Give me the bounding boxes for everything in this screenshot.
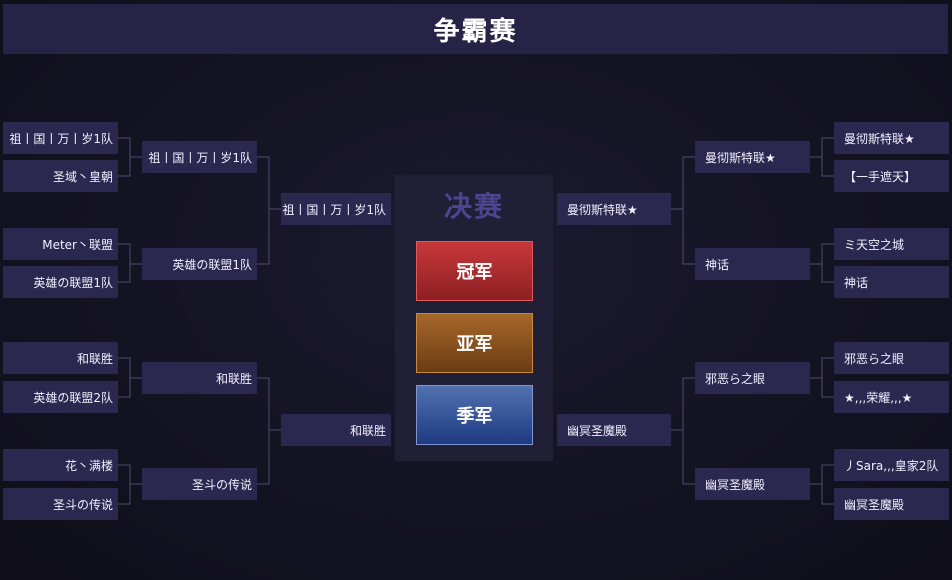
connector-line (118, 243, 142, 283)
connector-line (810, 357, 834, 398)
right-round2-team[interactable]: 邪恶ら之眼 (695, 362, 810, 394)
right-semifinal-team[interactable]: 幽冥圣魔殿 (557, 414, 671, 446)
right-round1-team[interactable]: 曼彻斯特联★ (834, 122, 949, 154)
connector-line (257, 156, 281, 265)
finals-panel: 决赛 冠军 亚军 季军 (395, 175, 553, 461)
champion-label: 冠军 (456, 262, 493, 283)
runner-up-label: 亚军 (456, 334, 493, 355)
left-round1-team[interactable]: 和联胜 (3, 342, 118, 374)
connector-line (118, 357, 142, 398)
third-place-button[interactable]: 季军 (416, 385, 533, 445)
connector-line (257, 377, 281, 485)
champion-button[interactable]: 冠军 (416, 241, 533, 301)
connector-line (671, 377, 695, 485)
right-round2-team[interactable]: 神话 (695, 248, 810, 280)
right-round2-team[interactable]: 幽冥圣魔殿 (695, 468, 810, 500)
connector-line (671, 156, 695, 265)
left-round1-team[interactable]: 祖丨国丨万丨岁1队 (3, 122, 118, 154)
right-semifinal-team[interactable]: 曼彻斯特联★ (557, 193, 671, 225)
left-round2-team[interactable]: 英雄の联盟1队 (142, 248, 257, 280)
left-round1-team[interactable]: Meter丶联盟 (3, 228, 118, 260)
right-round1-team[interactable]: 幽冥圣魔殿 (834, 488, 949, 520)
left-round1-team[interactable]: 圣斗の传说 (3, 488, 118, 520)
right-round1-team[interactable]: 邪恶ら之眼 (834, 342, 949, 374)
left-round1-team[interactable]: 圣域丶皇朝 (3, 160, 118, 192)
right-round2-team[interactable]: 曼彻斯特联★ (695, 141, 810, 173)
left-round1-team[interactable]: 英雄の联盟1队 (3, 266, 118, 298)
title-bar: 争霸赛 (3, 4, 948, 54)
left-semifinal-team[interactable]: 和联胜 (281, 414, 391, 446)
connector-line (810, 243, 834, 283)
left-round2-team[interactable]: 和联胜 (142, 362, 257, 394)
connector-line (810, 137, 834, 177)
right-round1-team[interactable]: 神话 (834, 266, 949, 298)
right-round1-team[interactable]: ★,,,荣耀,,,★ (834, 381, 949, 413)
right-round1-team[interactable]: 【一手遮天】 (834, 160, 949, 192)
right-round1-team[interactable]: ミ天空之城 (834, 228, 949, 260)
page-title: 争霸赛 (433, 16, 518, 47)
left-round1-team[interactable]: 花丶满楼 (3, 449, 118, 481)
connector-line (810, 464, 834, 505)
connector-line (118, 137, 142, 177)
runner-up-button[interactable]: 亚军 (416, 313, 533, 373)
left-round2-team[interactable]: 祖丨国丨万丨岁1队 (142, 141, 257, 173)
left-semifinal-team[interactable]: 祖丨国丨万丨岁1队 (281, 193, 391, 225)
right-round1-team[interactable]: 丿Sara,,,皇家2队 (834, 449, 949, 481)
finals-title: 决赛 (443, 190, 504, 223)
left-round2-team[interactable]: 圣斗の传说 (142, 468, 257, 500)
connector-line (118, 464, 142, 505)
third-place-label: 季军 (456, 406, 493, 427)
left-round1-team[interactable]: 英雄の联盟2队 (3, 381, 118, 413)
